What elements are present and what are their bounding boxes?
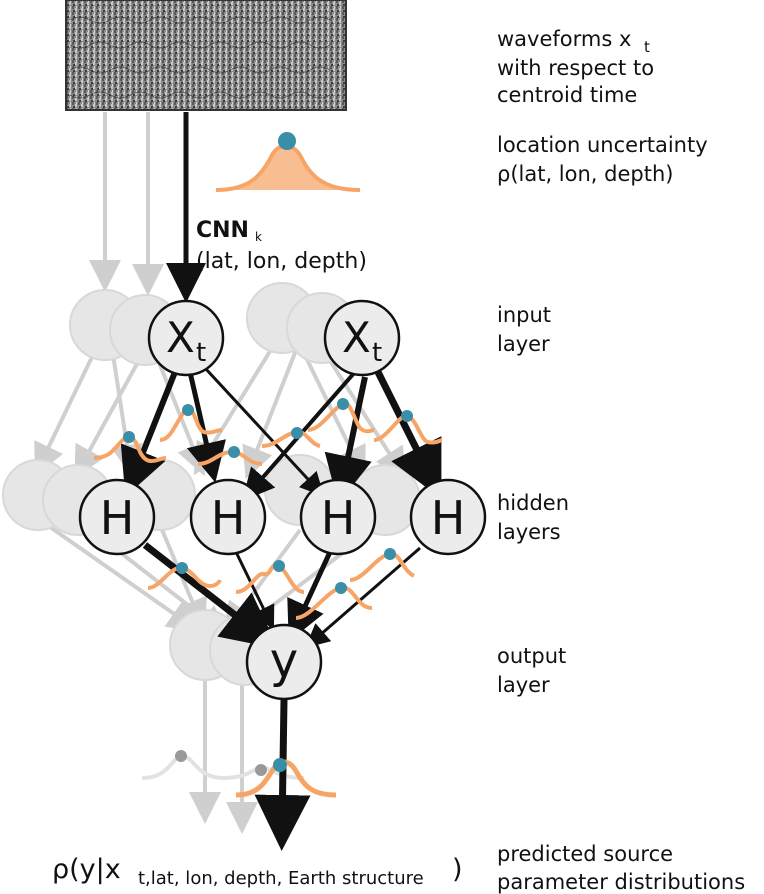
cnn-name: CNN: [196, 218, 249, 243]
input-node-label: X: [166, 313, 195, 362]
hidden-layers-label: hidden layers: [497, 491, 569, 544]
waveform-image: [65, 0, 347, 111]
waveform-label-line3: centroid time: [497, 83, 637, 107]
hidden-node-4: H: [409, 478, 487, 556]
hidden-node-3: H: [299, 478, 377, 556]
input-layer-label: input layer: [497, 303, 551, 356]
input-node-label: X: [342, 313, 371, 362]
location-label: location uncertainty ρ(lat, lon, depth): [497, 133, 708, 186]
input-layer-label-line1: input: [497, 303, 551, 327]
output-distribution: [235, 758, 337, 798]
hidden-node-1: H: [78, 478, 156, 556]
cnn-label: CNN k (lat, lon, depth): [196, 218, 367, 274]
formula-subscript: t,lat, lon, depth, Earth structure: [138, 868, 424, 889]
cnn-subscript: k: [255, 230, 262, 244]
formula-close: ): [452, 854, 463, 885]
predicted-label-line2: parameter distributions: [497, 870, 745, 894]
output-layer-label-line1: output: [497, 644, 566, 668]
hidden-node-2: H: [189, 478, 267, 556]
hidden-layers-label-line2: layers: [497, 520, 561, 544]
output-formula: ρ(y|x t,lat, lon, depth, Earth structure…: [52, 854, 463, 889]
input-node-subscript: t: [196, 338, 206, 368]
hidden-layers-label-line1: hidden: [497, 491, 569, 515]
waveform-label-line2: with respect to: [497, 56, 654, 80]
predicted-label-line1: predicted source: [497, 842, 673, 866]
hidden-node-label: H: [100, 491, 135, 545]
output-layer-label-line2: layer: [497, 673, 550, 697]
input-node-left: X t: [147, 299, 225, 377]
predicted-label: predicted source parameter distributions: [497, 842, 745, 894]
input-layer-label-line2: layer: [497, 332, 550, 356]
waveform-label: waveforms x t with respect to centroid t…: [497, 27, 654, 107]
location-distribution: [215, 132, 361, 192]
hidden-node-label: H: [431, 491, 466, 545]
input-node-right: X t: [323, 299, 401, 377]
waveform-label-subscript: t: [644, 38, 650, 56]
hidden-node-label: H: [211, 491, 246, 545]
hidden-node-label: H: [321, 491, 356, 545]
edge-distributions: [93, 398, 443, 620]
output-node: y: [245, 623, 323, 701]
location-label-line1: location uncertainty: [497, 133, 708, 157]
main-edges: [120, 366, 442, 851]
location-label-line2: ρ(lat, lon, depth): [497, 162, 673, 186]
waveform-label-line1: waveforms x: [497, 27, 631, 51]
input-node-subscript: t: [372, 338, 382, 368]
formula-main: ρ(y|x: [52, 854, 121, 885]
cnn-args: (lat, lon, depth): [196, 249, 367, 274]
output-layer-label: output layer: [497, 644, 566, 697]
output-node-label: y: [270, 633, 298, 689]
